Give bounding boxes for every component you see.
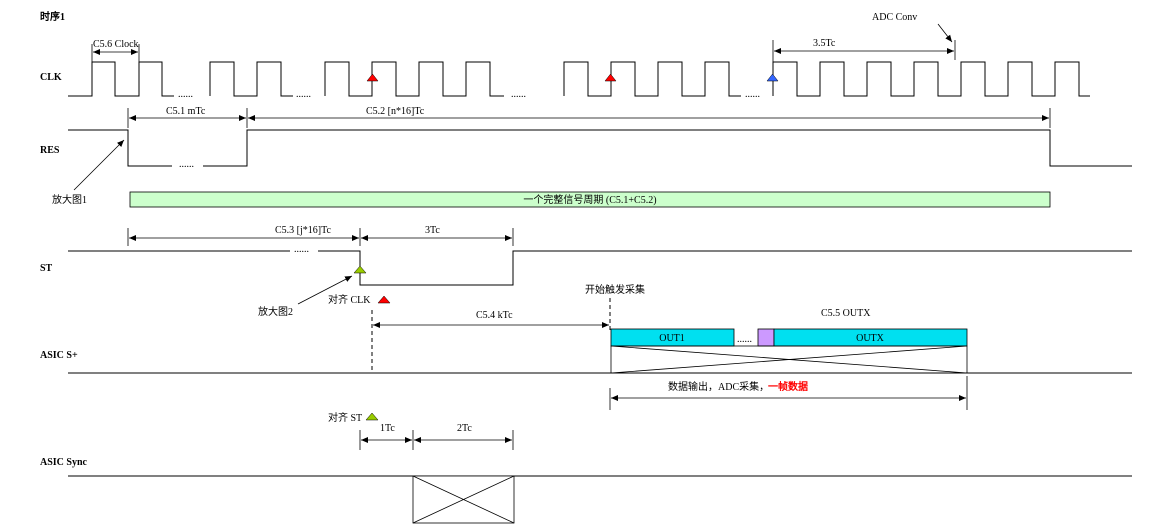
tc1-label: 1Tc bbox=[380, 423, 395, 434]
zoom1-label: 放大图1 bbox=[52, 193, 87, 206]
signal-label-asic-s: ASIC S+ bbox=[40, 350, 78, 361]
clk-waveform bbox=[68, 61, 1090, 97]
tc35-label: 3.5Tc bbox=[813, 38, 836, 49]
signal-label-asic-sync: ASIC Sync bbox=[40, 457, 88, 468]
clk-ellipsis: ...... bbox=[296, 89, 311, 100]
align-st-marker bbox=[365, 412, 379, 421]
asic-sync-cross-line bbox=[412, 475, 515, 524]
clk-ellipsis: ...... bbox=[511, 89, 526, 100]
c54-label: C5.4 kTc bbox=[476, 310, 513, 321]
asic-s-cross-line bbox=[610, 345, 968, 374]
adc-conv-label: ADC Conv bbox=[872, 12, 917, 23]
st-marker-green bbox=[353, 265, 367, 274]
c56-clock-label: C5.6 Clock bbox=[93, 39, 139, 50]
outx-label: OUTX bbox=[856, 333, 885, 344]
st-waveform bbox=[68, 250, 1132, 286]
res-ellipsis: ...... bbox=[179, 159, 194, 170]
full-period-bar bbox=[129, 191, 1051, 208]
out-ellipsis: ...... bbox=[737, 334, 752, 345]
start-trigger-label: 开始触发采集 bbox=[585, 283, 645, 296]
c52-label: C5.2 [n*16]Tc bbox=[366, 106, 425, 117]
clk-marker-blue bbox=[766, 73, 779, 82]
out1-label: OUT1 bbox=[659, 333, 685, 344]
c53-label: C5.3 [j*16]Tc bbox=[275, 225, 332, 236]
diagram-title: 时序1 bbox=[40, 10, 65, 23]
purple-bar bbox=[757, 328, 775, 347]
res-waveform bbox=[68, 129, 1132, 167]
clk-gap-ellipses: ...... ...... ...... ...... bbox=[178, 89, 760, 100]
signal-label-clk: CLK bbox=[40, 72, 62, 83]
clk-ellipsis: ...... bbox=[745, 89, 760, 100]
c55-label: C5.5 OUTX bbox=[821, 308, 871, 319]
zoom2-arrow bbox=[297, 275, 353, 305]
st-ellipsis: ...... bbox=[294, 244, 309, 255]
clk-marker-red bbox=[604, 73, 617, 82]
full-period-label: 一个完整信号周期 (C5.1+C5.2) bbox=[523, 193, 656, 206]
align-clk-marker bbox=[377, 295, 391, 304]
align-st-label: 对齐 ST bbox=[328, 411, 362, 424]
zoom2-label: 放大图2 bbox=[258, 305, 293, 318]
clk-ellipsis: ...... bbox=[178, 89, 193, 100]
adc-conv-arrow bbox=[937, 23, 953, 43]
tc3-label: 3Tc bbox=[425, 225, 440, 236]
signal-label-st: ST bbox=[40, 263, 53, 274]
clk-marker-red bbox=[366, 73, 379, 82]
data-output-label: 数据输出，ADC采集， bbox=[668, 380, 769, 393]
signal-label-res: RES bbox=[40, 145, 60, 156]
align-clk-label: 对齐 CLK bbox=[328, 293, 371, 306]
tc2-label: 2Tc bbox=[457, 423, 472, 434]
one-frame-label: 一帧数据 bbox=[768, 380, 808, 393]
zoom1-arrow bbox=[73, 139, 125, 191]
c51-label: C5.1 mTc bbox=[166, 106, 206, 117]
